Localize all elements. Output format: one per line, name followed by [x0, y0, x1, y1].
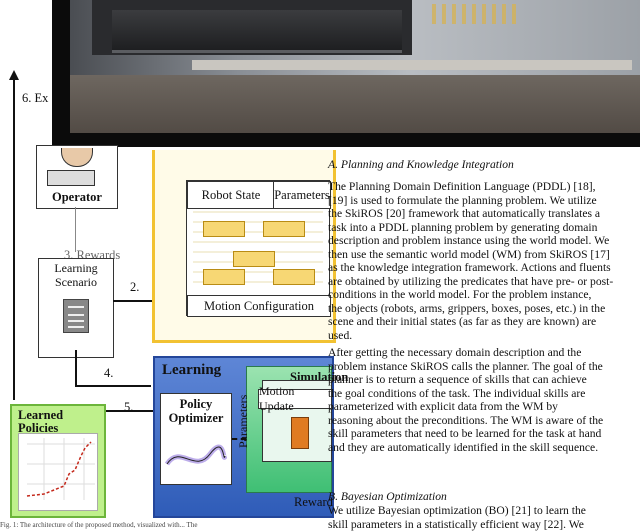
- learning-scenario-line1: Learning: [54, 261, 98, 275]
- optimizer-to-sim-arrow: [232, 438, 246, 440]
- optimizer-curve-icon: [165, 444, 227, 466]
- operator-label: Operator: [52, 190, 102, 204]
- paragraph-3: We utilize Bayesian optimization (BO) [2…: [328, 504, 586, 531]
- learning-scenario-box: Learning Scenario: [38, 258, 114, 358]
- motion-configuration-cell: Motion Configuration: [187, 295, 331, 317]
- step2-label: 2.: [130, 280, 140, 294]
- learned-policies-line2: Policies: [18, 421, 59, 435]
- step5-label: 5.: [124, 400, 134, 414]
- motion-update-cell: Motion Update: [258, 384, 332, 413]
- arrow-4-vertical: [75, 350, 77, 386]
- step4-label: 4.: [104, 366, 114, 380]
- figure-caption: Fig. 1: The architecture of the proposed…: [0, 521, 198, 529]
- arrow-5-line: [104, 410, 153, 412]
- document-icon: [63, 299, 89, 333]
- arrow-head-up-icon: [9, 70, 19, 80]
- parameters-cell: Parameters: [273, 181, 331, 209]
- learned-policies-plot: [18, 433, 98, 511]
- paragraph-1: The Planning Domain Definition Language …: [328, 180, 614, 343]
- learning-scenario-line2: Scenario: [55, 275, 97, 289]
- policy-optimizer-line1: Policy: [179, 397, 213, 411]
- learning-title: Learning: [162, 362, 222, 378]
- skill-panel: Robot State Parameters Motion Configurat…: [186, 180, 331, 317]
- learned-policies-line1: Learned: [18, 408, 64, 422]
- arrow-4-horizontal: [75, 385, 151, 387]
- rewards-arrow-line: [75, 207, 76, 252]
- robot-camera-photo: [52, 0, 640, 147]
- sim-parameters-label: Parameters: [236, 394, 250, 448]
- arrow-line-6: [13, 80, 15, 400]
- operator-head-icon: [61, 148, 93, 167]
- arrow-2-line: [113, 300, 153, 302]
- operator-box: Operator: [36, 145, 118, 209]
- policy-optimizer-box: Policy Optimizer: [160, 393, 232, 485]
- policy-optimizer-line2: Optimizer: [168, 411, 224, 425]
- behavior-tree-graph: [193, 211, 323, 291]
- section-b-heading: B. Bayesian Optimization: [328, 490, 447, 503]
- reward-label: Reward: [294, 495, 333, 509]
- laptop-icon: [47, 170, 95, 186]
- policy-progress-curve-icon: [26, 438, 95, 500]
- robot-arm-icon: [291, 417, 309, 449]
- robot-state-cell: Robot State: [187, 181, 275, 209]
- paragraph-2: After getting the necessary domain descr…: [328, 346, 604, 454]
- step6-label: 6. Ex: [22, 91, 49, 105]
- section-a-heading: A. Planning and Knowledge Integration: [328, 158, 514, 171]
